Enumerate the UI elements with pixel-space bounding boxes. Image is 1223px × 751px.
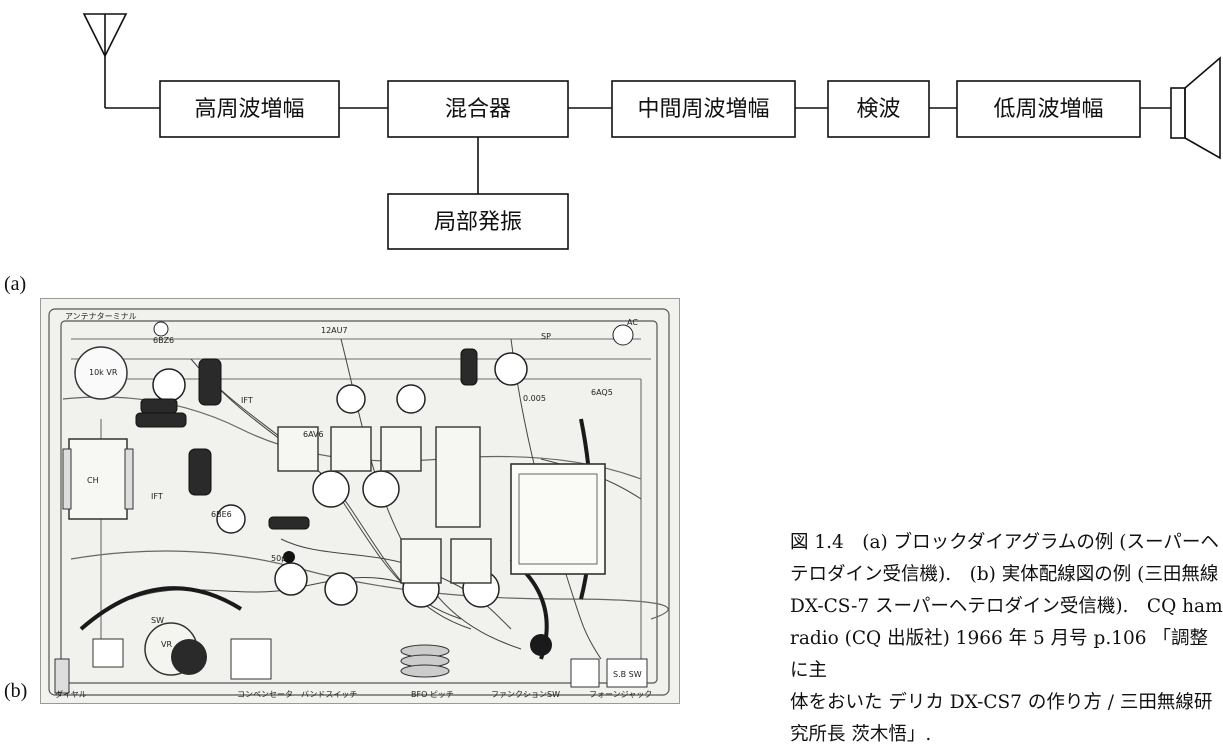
figure-caption: 図 1.4 (a) ブロックダイアグラムの例 (スーパーヘテロダイン受信機). … xyxy=(790,527,1223,751)
ch-label: CH xyxy=(87,476,99,485)
block-rf-amp xyxy=(159,80,340,138)
caption-line: DX-CS-7 スーパーヘテロダイン受信機). CQ ham xyxy=(790,596,1223,617)
caption-line: 図 1.4 (a) ブロックダイアグラムの例 (スーパーヘ xyxy=(790,532,1219,553)
rf-amp-label: 高周波増幅 xyxy=(194,97,304,122)
af-amp-label: 低周波増幅 xyxy=(993,97,1103,122)
wiring-diagram-image: アンテナターミナル 12AU7 AC SP 6BZ6 IFT 6AV6 6AQ5… xyxy=(40,298,680,704)
compensator-label: コンペンセータ xyxy=(237,690,293,699)
band-switch-label: バンドスイッチ xyxy=(301,690,357,699)
local-osc-label: 局部発振 xyxy=(434,210,522,235)
block-diagram: 高周波増幅 混合器 局部発振 中間周波増幅 検波 低周波増幅 xyxy=(82,13,1221,250)
vr-label: 10k VR xyxy=(89,368,118,377)
function-sw-label: ファンクションSW xyxy=(491,690,560,699)
panel-a-label: (a) xyxy=(4,273,27,295)
cap-0005-label: 0.005 xyxy=(523,394,546,403)
phone-jack-label: フォーンジャック xyxy=(589,690,652,699)
sb-sw-label: S.B SW xyxy=(613,670,642,679)
bottom-vr-label: VR xyxy=(161,640,172,649)
bfo-label: BFO ピッチ xyxy=(411,690,454,699)
tube-12au7-label: 12AU7 xyxy=(321,326,348,335)
speaker-icon xyxy=(1170,56,1221,160)
dial-label: ダイヤル xyxy=(55,689,87,699)
antenna-terminal-label: アンテナターミナル xyxy=(65,312,137,321)
caption-line: 究所長 茨木悟」. xyxy=(790,724,932,745)
ac-label: AC xyxy=(627,318,638,327)
if-amp-label: 中間周波増幅 xyxy=(637,97,769,122)
block-af-amp xyxy=(956,80,1141,138)
caption-line: 体をおいた デリカ DX-CS7 の作り方 / 三田無線研 xyxy=(790,692,1213,713)
block-detector xyxy=(827,80,930,138)
sw-label: SW xyxy=(151,616,164,625)
ift-mid-label: IFT xyxy=(151,492,163,501)
sp-label: SP xyxy=(541,332,551,341)
cap-50p-label: 50p xyxy=(271,554,286,563)
detector-label: 検波 xyxy=(856,97,900,122)
tube-6bz6-label: 6BZ6 xyxy=(153,336,174,345)
tube-6av6-label: 6AV6 xyxy=(303,430,324,439)
tube-6be6-label: 6BE6 xyxy=(211,510,232,519)
caption-line: radio (CQ 出版社) 1966 年 5 月号 p.106 「調整に主 xyxy=(790,628,1208,681)
tube-6aq5-label: 6AQ5 xyxy=(591,388,613,397)
panel-b-label: (b) xyxy=(4,680,28,702)
ift-top-label: IFT xyxy=(241,396,253,405)
mixer-label: 混合器 xyxy=(445,97,511,122)
caption-line: テロダイン受信機). (b) 実体配線図の例 (三田無線 xyxy=(790,564,1219,585)
block-if-amp xyxy=(611,80,796,138)
